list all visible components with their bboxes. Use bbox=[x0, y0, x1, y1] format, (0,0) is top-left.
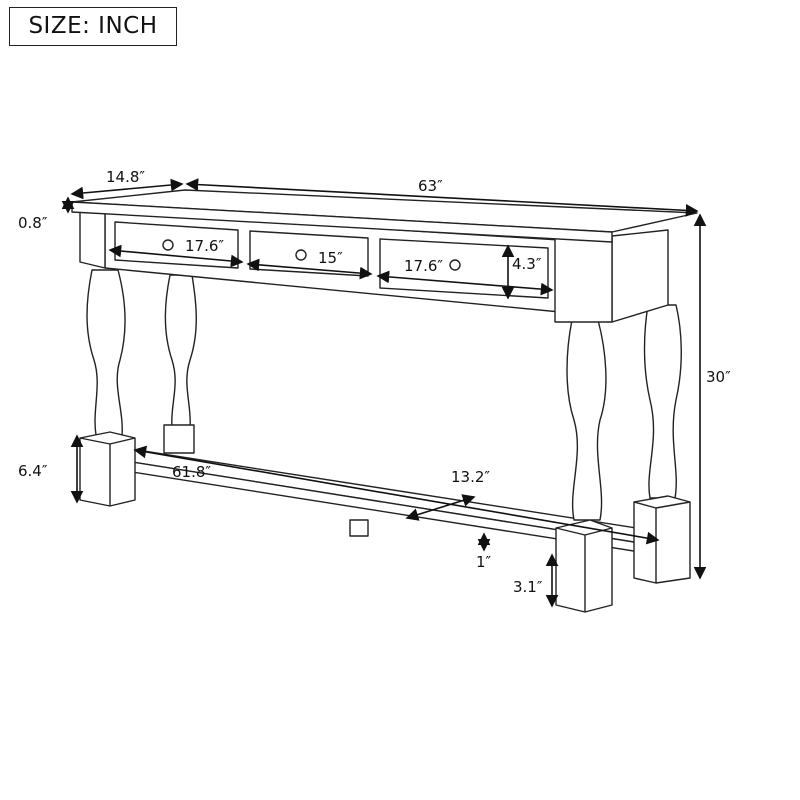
back-left-leg bbox=[164, 274, 197, 429]
right-side-apron bbox=[611, 229, 669, 323]
shelf-thickness-label: 1″ bbox=[476, 553, 492, 571]
shelf-clearance-label: 3.1″ bbox=[513, 578, 543, 596]
drawer-middle-label: 15″ bbox=[318, 249, 343, 267]
foot-height-label: 6.4″ bbox=[18, 462, 48, 480]
left-leg-block bbox=[79, 211, 106, 269]
shelf-length-dim-line bbox=[133, 445, 660, 545]
right-leg-block bbox=[554, 237, 613, 323]
shelf-length-label: 61.8″ bbox=[172, 463, 212, 481]
drawer-left-label: 17.6″ bbox=[185, 237, 225, 255]
top-thickness-label: 0.8″ bbox=[18, 214, 48, 232]
drawer-knob-icon bbox=[162, 239, 174, 251]
width-dim-line bbox=[185, 178, 699, 217]
shelf-depth-dim-line bbox=[405, 494, 476, 521]
back-right-leg bbox=[643, 304, 682, 499]
drawer-knob-icon bbox=[449, 259, 461, 271]
drawer-height-label: 4.3″ bbox=[512, 255, 542, 273]
shelf-support bbox=[349, 519, 369, 537]
depth-label: 14.8″ bbox=[106, 168, 146, 186]
back-left-foot bbox=[163, 424, 195, 454]
drawer-middle-dim-line bbox=[246, 258, 373, 280]
drawer-left-dim-line bbox=[108, 244, 244, 268]
back-right-foot bbox=[633, 495, 691, 584]
front-right-leg bbox=[566, 319, 607, 521]
drawer-right-label: 17.6″ bbox=[404, 257, 444, 275]
width-label: 63″ bbox=[418, 177, 443, 195]
unit-label: SIZE: INCH bbox=[9, 7, 177, 46]
height-label: 30″ bbox=[706, 368, 731, 386]
drawer-right-dim-line bbox=[376, 270, 554, 296]
front-left-leg bbox=[86, 269, 126, 436]
shelf-depth-label: 13.2″ bbox=[451, 468, 491, 486]
front-right-foot bbox=[555, 519, 613, 613]
drawer-knob-icon bbox=[295, 249, 307, 261]
depth-dim-line bbox=[70, 178, 184, 200]
